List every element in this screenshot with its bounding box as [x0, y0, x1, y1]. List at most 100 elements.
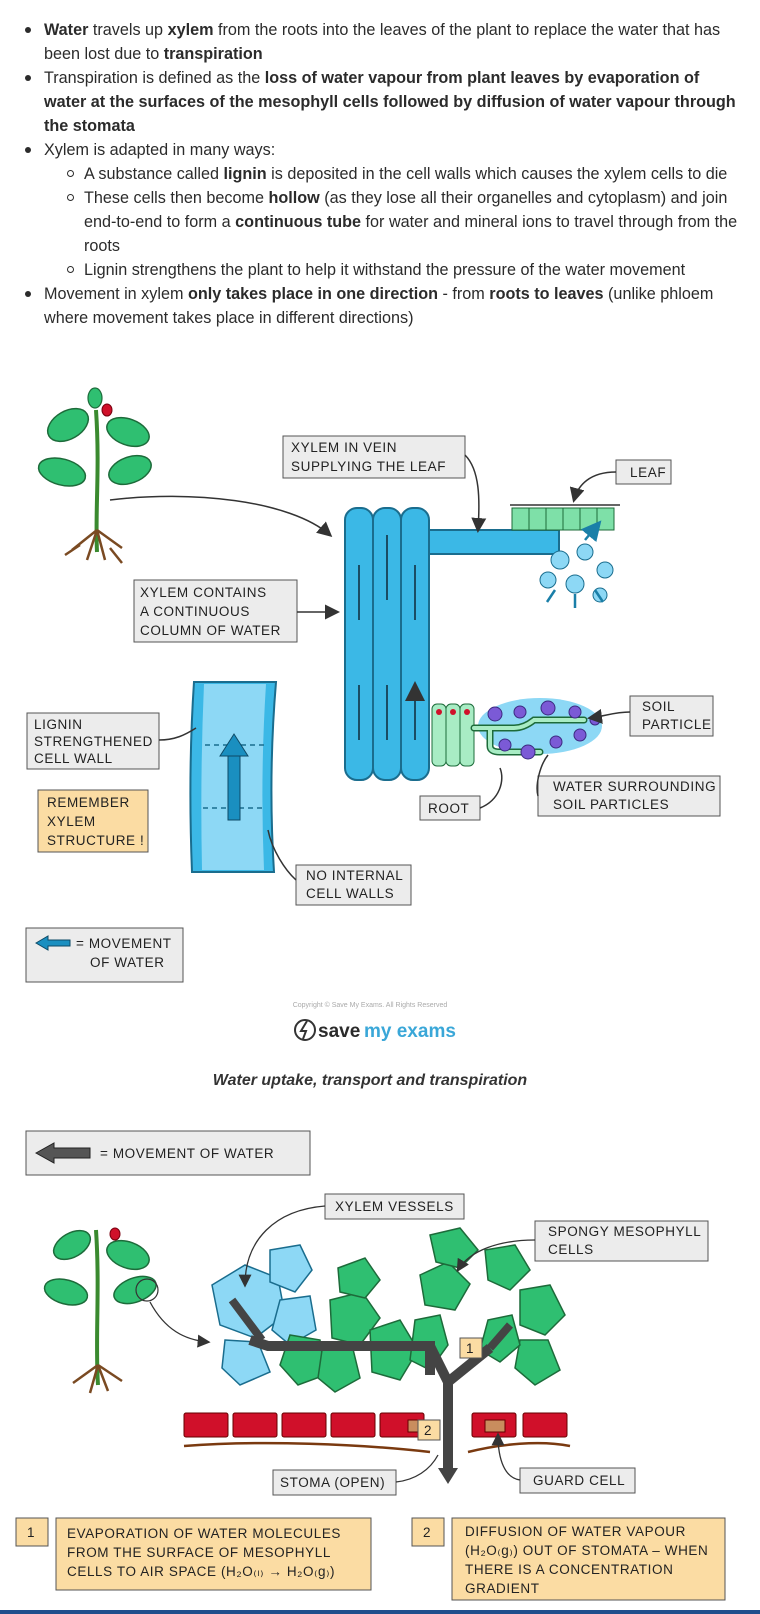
leaf-cross-section: 1 2	[183, 1227, 571, 1484]
bullet-water-transport: Water travels up xylem from the roots in…	[25, 18, 740, 66]
label-xylem-in-vein: XYLEM IN VEIN SUPPLYING THE LEAF	[282, 435, 487, 533]
bullet-one-direction: Movement in xylem only takes place in on…	[25, 282, 740, 330]
text: (unlike phloem where movement takes plac…	[44, 285, 714, 327]
label-text: XYLEM CONTAINS	[140, 585, 267, 600]
box-text: DIFFUSION OF WATER VAPOUR	[465, 1524, 686, 1539]
plant-to-xylem-arrow	[109, 495, 333, 537]
text: A substance called	[84, 165, 224, 183]
plant-icon-small	[43, 1227, 211, 1394]
sub-bullet-hollow: These cells then become hollow (as they …	[67, 186, 740, 258]
box-text: CELLS TO AIR SPACE (H₂O₍ₗ₎ → H₂O₍g₎)	[67, 1564, 335, 1579]
text: Xylem is adapted in many ways:	[44, 141, 276, 159]
text-bold: loss of water vapour from plant leaves b…	[44, 69, 736, 135]
label-text: = MOVEMENT OF WATER	[100, 1146, 274, 1161]
text-bold: lignin	[223, 165, 267, 183]
label-text: XYLEM IN VEIN	[291, 440, 397, 455]
explanation-box-1: 1 EVAPORATION OF WATER MOLECULES FROM TH…	[15, 1517, 372, 1591]
text: is deposited in the cell walls which cau…	[266, 165, 728, 183]
box-text: THERE IS A CONCENTRATION	[465, 1562, 673, 1577]
xylem-structure-diagram: XYLEM IN VEIN SUPPLYING THE LEAF LEAF XY…	[25, 387, 721, 1042]
label-text: STOMA (OPEN)	[280, 1475, 385, 1490]
label-xylem-vessels: XYLEM VESSELS	[238, 1193, 465, 1288]
label-text: CELLS	[548, 1242, 594, 1257]
text-bold: only takes place in one direction	[187, 285, 439, 303]
label-text: LEAF	[630, 465, 666, 480]
text-bold: transpiration	[163, 45, 263, 63]
text-bold: xylem	[167, 21, 214, 39]
label-text: CELL WALL	[34, 751, 113, 766]
plant-icon	[37, 387, 152, 564]
box-text: (H₂O₍g₎) OUT OF STOMATA – WHEN	[465, 1543, 708, 1558]
label-no-internal-walls: NO INTERNAL CELL WALLS	[267, 829, 412, 906]
label-text: GUARD CELL	[533, 1473, 625, 1488]
text: for water and mineral ions to travel thr…	[84, 213, 738, 255]
label-text: SPONGY MESOPHYLL	[548, 1224, 701, 1239]
legend-movement-of-water: = MOVEMENT OF WATER	[25, 927, 184, 983]
text: These cells then become	[84, 189, 269, 207]
save-my-exams-logo: save my exams	[294, 1019, 456, 1042]
label-text: NO INTERNAL	[306, 868, 403, 883]
label-text: SOIL PARTICLES	[553, 797, 669, 812]
label-soil-particle: SOIL PARTICLE	[587, 695, 714, 737]
label-text: COLUMN OF WATER	[140, 623, 281, 638]
bottom-bar	[0, 1610, 760, 1614]
text: from the roots into the leaves of the pl…	[44, 21, 721, 63]
single-xylem-vessel	[189, 681, 278, 873]
note-remember-structure: REMEMBER XYLEM STRUCTURE !	[37, 789, 149, 853]
box-text: FROM THE SURFACE OF MESOPHYLL	[67, 1545, 331, 1560]
label-text: OF WATER	[90, 955, 165, 970]
label-spongy-mesophyll: SPONGY MESOPHYLL CELLS	[456, 1220, 709, 1273]
bullet-transpiration-definition: Transpiration is defined as the loss of …	[25, 66, 740, 138]
label-leaf: LEAF	[569, 459, 672, 503]
label-text: XYLEM	[47, 814, 96, 829]
text: Movement in xylem	[44, 285, 188, 303]
text-bold: hollow	[268, 189, 320, 207]
notes-section: Water travels up xylem from the roots in…	[0, 18, 740, 330]
explanation-box-2: 2 DIFFUSION OF WATER VAPOUR (H₂O₍g₎) OUT…	[411, 1517, 726, 1601]
label-stoma-open: STOMA (OPEN)	[272, 1454, 439, 1496]
legend-movement-of-water-dark: = MOVEMENT OF WATER	[25, 1130, 311, 1176]
label-text: SOIL	[642, 699, 675, 714]
sub-bullet-lignin: A substance called lignin is deposited i…	[67, 162, 740, 186]
text: Transpiration is defined as the	[44, 69, 265, 87]
sub-bullet-strength: Lignin strengthens the plant to help it …	[67, 258, 740, 282]
box-number: 1	[27, 1525, 35, 1540]
label-water-soil: WATER SURROUNDING SOIL PARTICLES	[536, 754, 721, 817]
copyright-text: Copyright © Save My Exams. All Rights Re…	[293, 1001, 448, 1009]
text-bold: Water	[44, 21, 89, 39]
step-marker-1: 1	[466, 1341, 474, 1356]
label-text: STRUCTURE !	[47, 833, 144, 848]
text: travels up	[88, 21, 168, 39]
label-text: LIGNIN	[34, 717, 83, 732]
figure-caption: Water uptake, transport and transpiratio…	[212, 1072, 528, 1089]
label-text: STRENGTHENED	[34, 734, 153, 749]
label-text: REMEMBER	[47, 795, 130, 810]
bullet-list: Water travels up xylem from the roots in…	[0, 18, 740, 330]
text-bold: continuous tube	[235, 213, 362, 231]
text: Lignin strengthens the plant to help it …	[84, 261, 686, 279]
text: (as they lose all their organelles and c…	[84, 189, 728, 231]
step-marker-2: 2	[424, 1423, 432, 1438]
label-text: WATER SURROUNDING	[553, 779, 716, 794]
label-root: ROOT	[419, 767, 503, 821]
box-text: GRADIENT	[465, 1581, 540, 1596]
logo-text: save	[318, 1021, 360, 1042]
sub-list: A substance called lignin is deposited i…	[44, 162, 740, 282]
bullet-xylem-adaptations: Xylem is adapted in many ways: A substan…	[25, 138, 740, 282]
text-bold: roots to leaves	[489, 285, 604, 303]
label-continuous-column: XYLEM CONTAINS A CONTINUOUS COLUMN OF WA…	[133, 579, 340, 643]
leaf-illustration	[510, 504, 620, 608]
label-text: PARTICLE	[642, 717, 712, 732]
text: - from	[438, 285, 490, 303]
label-text: CELL WALLS	[306, 886, 394, 901]
xylem-vessels-illustration	[344, 507, 560, 781]
label-lignin-wall: LIGNIN STRENGTHENED CELL WALL	[26, 712, 197, 770]
logo-text: my exams	[364, 1021, 456, 1042]
root-soil-illustration	[431, 698, 602, 767]
label-guard-cell: GUARD CELL	[491, 1432, 636, 1494]
label-text: SUPPLYING THE LEAF	[291, 459, 446, 474]
label-text: ROOT	[428, 801, 469, 816]
box-text: EVAPORATION OF WATER MOLECULES	[67, 1526, 341, 1541]
label-text: = MOVEMENT	[76, 936, 172, 951]
label-text: XYLEM VESSELS	[335, 1199, 454, 1214]
